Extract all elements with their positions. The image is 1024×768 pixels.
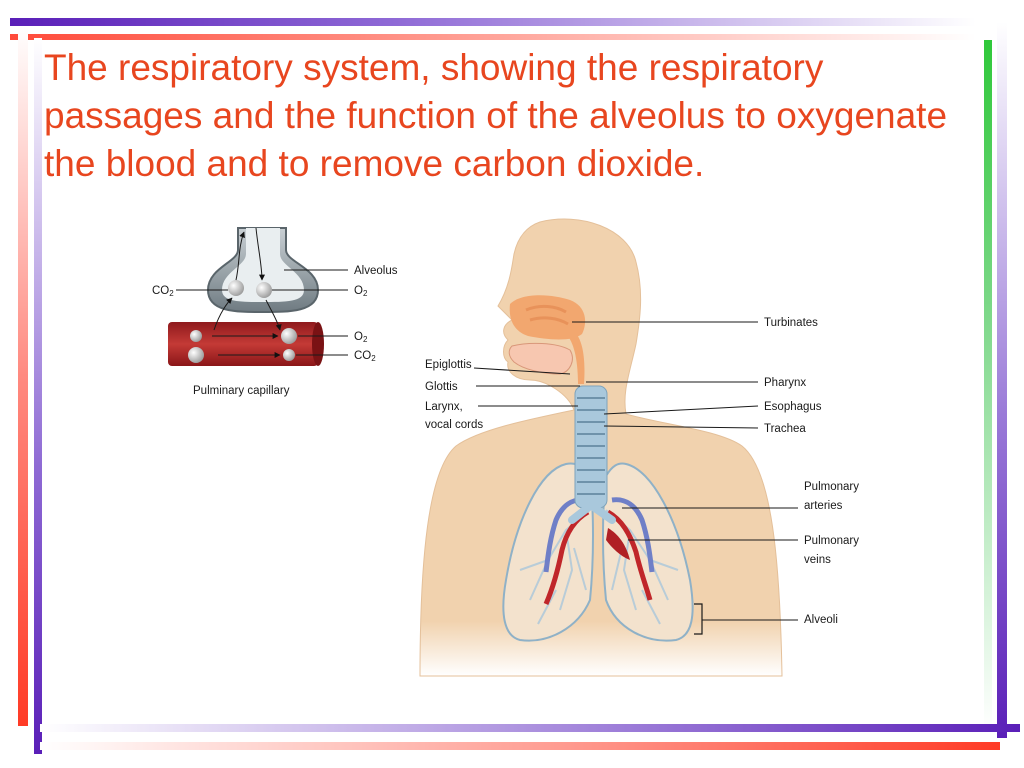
pulmonary-vein-right [611,497,655,573]
larynx-label-line1: Larynx, [425,401,463,413]
co2-alveolus-label: CO2 [152,285,174,298]
right-accent-bar-green [984,40,992,730]
glottis-label: Glottis [425,381,458,393]
o2-bubble-blood-right [281,328,297,344]
turbinates-label: Turbinates [764,317,818,329]
mouth-cavity [508,342,573,375]
pulmonary-arteries-label-line1: Pulmonary [804,481,859,493]
pharynx-tube [566,330,585,384]
o2-blood-label: O2 [354,331,368,344]
alveolus-label: Alveolus [354,265,398,277]
co2-bubble-alveolus [228,280,244,296]
pulmonary-artery-right [606,509,653,601]
heart-vessels [606,528,630,560]
left-accent-bar-purple [34,38,42,754]
trachea-label: Trachea [764,423,806,435]
co2-blood-label: CO2 [354,350,376,363]
esophagus-label: Esophagus [764,401,822,413]
pulmonary-veins-label-line2: veins [804,554,831,566]
top-accent-bar-purple [10,18,976,26]
co2-bubble-blood-right [283,349,295,361]
alveolus-inset: Alveolus CO2 O2 O2 CO2 Pulminary capilla… [152,227,398,397]
pulmonary-arteries-label-line2: arteries [804,500,843,512]
o2-diffusion-arrow [265,299,282,331]
alveoli-bracket [694,603,703,635]
bronchi [568,502,616,524]
bottom-accent-bar-red [40,742,1000,750]
co2-bubble-blood-left [190,330,202,342]
left-accent-bar-red [18,26,28,726]
exhale-arrow [235,231,245,281]
capillary-caption: Pulminary capillary [193,385,290,397]
slide-title: The respiratory system, showing the resp… [44,47,948,184]
o2-bubble-alveolus [256,282,272,298]
top-accent-bar-red [10,34,976,40]
bottom-accent-bar-purple [40,724,1020,732]
bronchial-tree-right [605,509,679,625]
body-figure [419,218,783,677]
capillary-opening [312,322,324,366]
pulmonary-veins-label-line1: Pulmonary [804,535,859,547]
larynx-label-line2: vocal cords [425,419,483,431]
esophagus-leader [603,405,759,415]
pharynx-label: Pharynx [764,377,806,389]
inhale-arrow [255,227,265,281]
co2-bubble-blood-left-2 [188,347,204,363]
anatomy-labels: Turbinates Epiglottis Glottis Larynx, vo… [425,317,859,626]
alveoli-label: Alveoli [804,614,838,626]
epiglottis-leader [473,367,571,375]
trachea-rings [577,397,605,495]
o2-alveolus-label: O2 [354,285,368,298]
co2-diffusion-arrow [213,297,233,331]
trachea-leader [603,425,759,429]
turbinate-shapes [525,304,569,326]
epiglottis-label: Epiglottis [425,359,472,371]
bronchial-tree-left [519,509,591,625]
right-accent-bar-purple [997,22,1007,738]
